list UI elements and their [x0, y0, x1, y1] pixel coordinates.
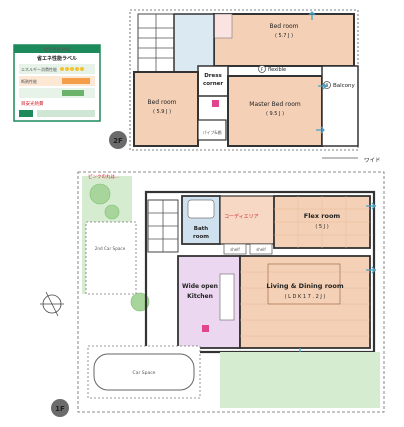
star-icons — [60, 67, 84, 71]
svg-text:2F: 2F — [113, 137, 123, 145]
side-label-wide: ワイド — [364, 157, 381, 164]
bath-sub: room — [193, 234, 209, 240]
flex-size: ( 5 J ) — [315, 224, 328, 230]
room-master-size: ( 9.5 J ) — [266, 111, 284, 117]
dress-name: Dress — [204, 73, 222, 79]
ldk-size: ( L D K 1 7 . 2 J ) — [285, 294, 326, 300]
room-ldk — [239, 255, 371, 349]
pipe-shelf-label: パイプ&棚 — [202, 129, 221, 135]
second-car-space — [85, 221, 137, 295]
corner-area-label: コーディエリア — [224, 213, 259, 220]
top-note: ピンクの丸は... — [88, 173, 119, 180]
bath-name: Bath — [194, 226, 209, 232]
room-bed-left — [133, 71, 199, 147]
flexible-badge: F flexible — [258, 65, 286, 73]
energy-certificate: 住宅性能評価 省エネ性能ラベル エネルギー消費性能 断熱性能 目安光熱費 — [13, 44, 101, 122]
room-dress-corner — [197, 65, 229, 97]
compass-icon — [40, 291, 64, 317]
ldk-name: Living & Dining room — [266, 282, 343, 290]
room-bed-left-size: ( 5.9 J ) — [153, 109, 171, 115]
room-bed-left-name: Bed room — [147, 99, 176, 106]
cert-footer: 目安光熱費 — [21, 100, 44, 107]
room-bed-top-size: ( 5.7 J ) — [275, 33, 293, 39]
pink-badge-2f — [212, 100, 219, 107]
badge-2f: 2F — [109, 131, 127, 149]
balcony-badge: B Balcony — [323, 81, 356, 89]
floor-1f: 2nd Car Space Bath room コーディエリア Flex — [40, 171, 385, 417]
car-space — [87, 345, 201, 399]
flex-name: Flex room — [304, 212, 341, 220]
pink-badge-1f — [202, 325, 209, 332]
vent-arrow-icons — [308, 11, 327, 134]
cert-row2: 断熱性能 — [21, 78, 37, 84]
svg-text:F: F — [261, 67, 264, 72]
balcony — [321, 65, 359, 147]
room-master-bed — [227, 75, 323, 147]
kitchen-name: Wide open — [182, 283, 218, 290]
shelf-label-2: shelf — [256, 247, 266, 252]
car-label: Car Space — [133, 370, 156, 376]
cert-title: 省エネ性能ラベル — [36, 55, 77, 62]
car-icon — [93, 353, 195, 391]
floor-2f: Bed room ( 5.7 J ) Dress corner F flexib… — [109, 9, 381, 164]
room-bed-top-name: Bed room — [269, 23, 298, 30]
room-master-name: Master Bed room — [249, 101, 301, 108]
balcony-label: Balcony — [333, 83, 356, 89]
svg-text:B: B — [326, 83, 329, 88]
room-bed-top — [213, 13, 355, 67]
stairs-1f — [147, 199, 179, 253]
shelf-label-1: shelf — [230, 247, 240, 252]
cert-row1: エネルギー消費性能 — [21, 66, 57, 72]
badge-1f: 1F — [51, 399, 69, 417]
dress-sub: corner — [203, 81, 223, 87]
cert-header: 住宅性能評価 — [44, 46, 71, 53]
kitchen-sub: Kitchen — [187, 293, 213, 300]
svg-text:1F: 1F — [55, 405, 65, 413]
second-car-label: 2nd Car Space — [95, 246, 126, 251]
flexible-label: flexible — [268, 67, 286, 73]
stairs-2f — [137, 13, 175, 73]
